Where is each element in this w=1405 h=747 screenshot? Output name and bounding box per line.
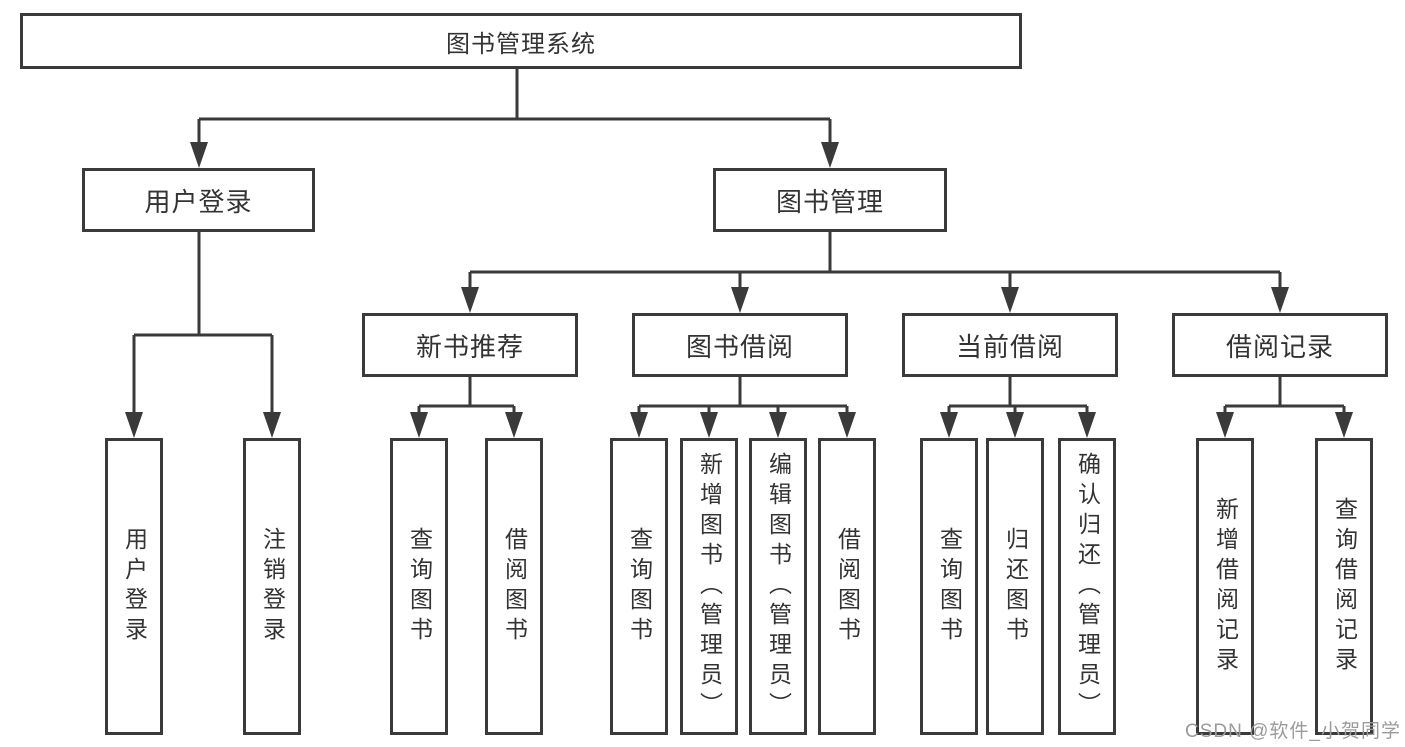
leaf-recommend-query-books: 查询图书 [390,438,448,735]
leaf-recommend-borrow-books: 借阅图书 [485,438,543,735]
leaf-label: 新增图书（管理员） [696,451,723,722]
leaf-label: 查询图书 [406,526,433,647]
leaf-logout: 注销登录 [243,438,301,735]
leaf-label: 用户登录 [121,526,148,647]
leaf-user-login: 用户登录 [105,438,163,735]
node-user-login: 用户登录 [82,168,315,232]
leaf-label: 查询图书 [626,526,653,647]
leaf-label: 借阅图书 [501,526,528,647]
node-label: 图书管理系统 [446,30,596,58]
leaf-borrow-query-books: 查询图书 [610,438,668,735]
leaf-label: 借阅图书 [834,526,861,647]
node-label: 借阅记录 [1225,331,1334,362]
node-current-borrowing: 当前借阅 [902,313,1118,377]
node-book-management: 图书管理 [713,168,947,232]
node-label: 当前借阅 [955,331,1064,362]
leaf-edit-books-admin: 编辑图书（管理员） [749,438,807,735]
leaf-label: 查询图书 [936,526,963,647]
leaf-label: 编辑图书（管理员） [765,451,792,722]
node-library-management-system: 图书管理系统 [20,13,1022,69]
leaf-return-books: 归还图书 [986,438,1044,735]
leaf-label: 查询借阅记录 [1331,496,1358,677]
csdn-watermark: CSDN @软件_小贺同学 [1185,721,1401,742]
node-label: 图书借阅 [685,331,794,362]
leaf-add-books-admin: 新增图书（管理员） [680,438,738,735]
leaf-confirm-return-admin: 确认归还（管理员） [1058,438,1116,735]
leaf-add-borrow-record: 新增借阅记录 [1196,438,1254,735]
arrowheads [125,142,1353,438]
node-label: 图书管理 [775,186,884,217]
leaf-current-query-books: 查询图书 [920,438,978,735]
leaf-label: 注销登录 [259,526,286,647]
node-label: 用户登录 [144,186,253,217]
node-borrowing-records: 借阅记录 [1172,313,1388,377]
leaf-label: 新增借阅记录 [1212,496,1239,677]
node-label: 新书推荐 [415,331,524,362]
leaf-borrow-books: 借阅图书 [818,438,876,735]
node-book-borrowing: 图书借阅 [632,313,848,377]
leaf-label: 确认归还（管理员） [1074,451,1101,722]
node-new-book-recommendation: 新书推荐 [362,313,578,377]
leaf-label: 归还图书 [1002,526,1029,647]
leaf-query-borrow-record: 查询借阅记录 [1315,438,1373,735]
connector-paths [132,68,1346,416]
